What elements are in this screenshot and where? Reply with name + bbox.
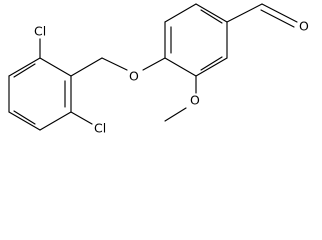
bond: [8, 57, 41, 77]
bond-methoxy-o-to-ch3: [164, 107, 187, 122]
bond: [164, 3, 197, 23]
bond-to-cl-bottom: [70, 111, 93, 125]
bond: [164, 57, 197, 77]
double-bond-inner: [13, 110, 36, 125]
atom-ether-oxygen: O: [129, 69, 139, 84]
atom-methoxy-oxygen: O: [190, 93, 200, 108]
bond-o-to-ring: [142, 57, 166, 71]
bond: [195, 57, 228, 77]
double-bond-inner: [200, 9, 223, 24]
bond: [39, 111, 72, 131]
bond-ch2-to-o: [101, 57, 128, 71]
cho-double-bond-a: [261, 3, 298, 23]
atom-aldehyde-oxygen: O: [299, 19, 309, 34]
atom-cl-bottom: Cl: [94, 121, 106, 136]
atom-cl-top: Cl: [34, 24, 46, 39]
dichlorophenyl-ring: [8, 57, 72, 131]
bond: [39, 57, 72, 77]
cho-double-bond-b: [260, 9, 295, 28]
double-bond-inner: [13, 63, 36, 78]
benzaldehyde-ring: [164, 3, 228, 77]
bond: [8, 111, 41, 131]
bond: [195, 3, 228, 23]
bond-ring-to-ch2: [70, 57, 103, 77]
double-bond-inner: [200, 56, 223, 71]
chemical-structure: Cl Cl O O O: [8, 3, 309, 136]
bond-ring-to-cho: [226, 3, 263, 23]
